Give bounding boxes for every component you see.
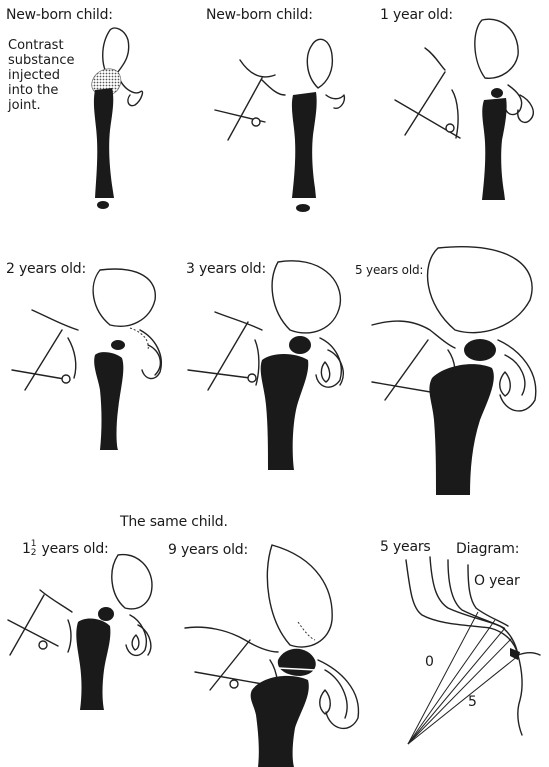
panel-1-year [395,19,533,200]
ischium-outline [498,340,536,411]
ilium-baseline [518,653,540,655]
panel-9-years [185,545,358,767]
femoral-head-nucleus [98,607,114,621]
pelvic-line [32,310,78,330]
hilgenreiner-line [8,620,58,646]
obturator-outline [500,372,511,396]
obturator-outline [320,690,331,714]
femoral-head-point [230,680,238,688]
femur-shaft [76,619,110,710]
distal-epiphysis [97,201,109,209]
angle-line-5 [408,656,518,744]
femoral-head [289,336,311,354]
femoral-head-point [62,375,70,383]
acetabulum-line [262,80,285,95]
panel-5-years [372,247,536,495]
angle-line-1 [408,620,495,744]
panel-2-years [12,269,161,450]
perkins-line [25,330,62,390]
acetabulum-line [68,338,76,378]
angle-line-2 [408,628,505,744]
contrast-outline [130,328,148,350]
panel-newborn [215,39,344,212]
ilium-outline [307,39,332,88]
pelvic-line [425,48,445,70]
pelvic-line [240,60,275,77]
perkins-line [208,322,248,390]
femoral-head-point [39,641,47,649]
femur-shaft [292,92,317,198]
pelvic-line [40,590,72,612]
angle-line-3 [408,638,512,744]
obturator-outline [321,362,329,382]
obturator-outline [132,635,139,650]
pelvic-line [185,627,278,652]
ilium-outline [475,19,518,78]
femoral-head [464,339,496,361]
ilium-outline [267,545,332,647]
pelvic-line [372,321,455,348]
femur-shaft [261,354,309,470]
ilium-curve-outer [406,560,518,655]
angle-line-0 [408,612,478,744]
femoral-head [278,649,316,676]
femur-shaft [94,88,114,198]
hilgenreiner-line [12,370,70,380]
ilium-outline [112,555,152,609]
panel-3-years [188,261,343,470]
ilium-outline [272,261,340,333]
femur-shaft [482,98,507,200]
femur-shaft [94,352,123,450]
femoral-head-point [446,124,454,132]
femoral-head-nucleus [491,88,503,98]
acetabulum-curve [518,655,522,735]
acetabulum-line [68,620,71,652]
panel-diagram [406,557,540,744]
perkins-line [228,78,262,140]
ischium-outline [505,85,522,115]
panel-1-half-years [8,555,152,710]
ilium-outline [93,269,155,326]
ilium-outline [428,247,533,333]
pelvic-line [215,312,262,330]
femur-shaft [251,676,309,767]
ischium-outline [326,95,344,108]
femoral-head-point [252,118,260,126]
femoral-head-nucleus [111,340,125,350]
panel-newborn-contrast [92,28,143,209]
distal-epiphysis [296,204,310,212]
femoral-head-point [248,374,256,382]
ischium-outline [120,80,142,106]
femur-shaft [429,364,493,495]
ischium-outline [318,660,358,728]
